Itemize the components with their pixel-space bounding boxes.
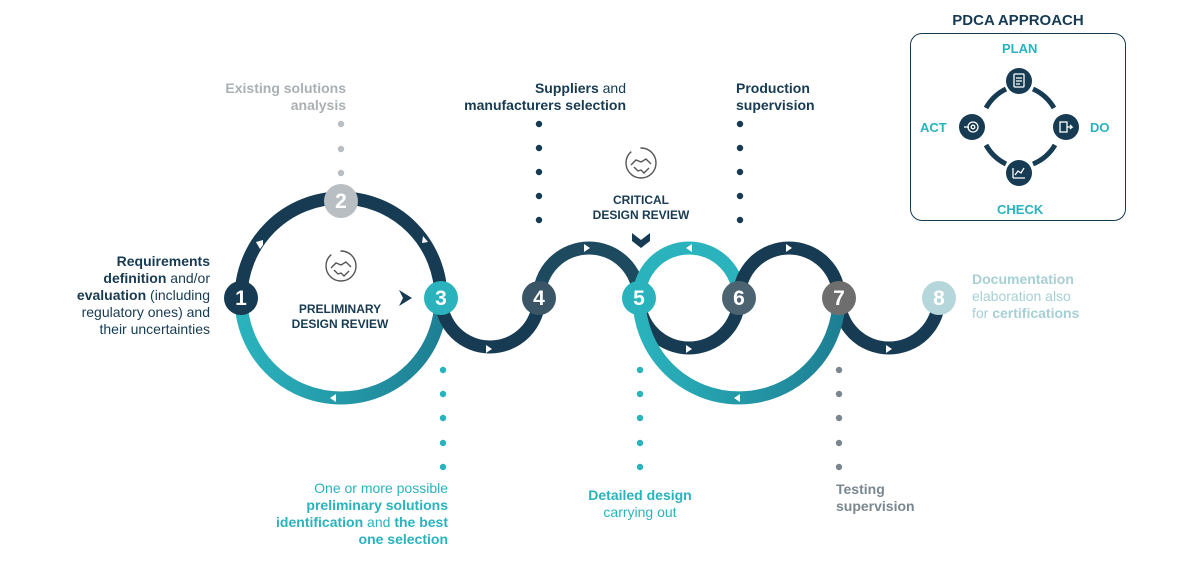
- step-circle: [522, 281, 556, 315]
- chart-icon: [1012, 167, 1025, 179]
- step-circle: [722, 281, 756, 315]
- step4-label: Suppliers and manufacturers selection: [464, 80, 626, 113]
- step-number: 2: [335, 190, 347, 213]
- step7-label: Testing supervision: [836, 481, 915, 514]
- step-node-3: 3: [424, 281, 458, 315]
- step-node-4: 4: [522, 281, 556, 315]
- do-node: [1053, 114, 1079, 140]
- step-node-8: 8: [922, 281, 956, 315]
- step-number: 8: [933, 287, 945, 310]
- step8-label: Documentation elaboration also for certi…: [972, 271, 1080, 321]
- step1-label: Requirements definition and/or evaluatio…: [76, 253, 210, 337]
- step-node-6: 6: [722, 281, 756, 315]
- step-number: 1: [235, 287, 247, 310]
- step2-label: Existing solutions analysis: [225, 80, 346, 113]
- wave-path: [434, 241, 946, 405]
- step-circle: [324, 184, 358, 218]
- step-circle: [424, 281, 458, 315]
- pdca-check-label: CHECK: [997, 202, 1044, 217]
- dot-leaders: [337, 120, 843, 471]
- step6-label: Production supervision: [736, 80, 815, 113]
- handshake-icon: [625, 147, 657, 179]
- pdca-act-label: ACT: [920, 120, 947, 135]
- step-number: 7: [833, 287, 845, 310]
- critical-review-label: CRITICAL DESIGN REVIEW: [592, 193, 690, 222]
- step-number: 4: [533, 287, 545, 310]
- step-circle: [822, 281, 856, 315]
- step-circle: [922, 281, 956, 315]
- pdca-do-label: DO: [1090, 120, 1110, 135]
- step-node-2: 2: [324, 184, 358, 218]
- act-node: [959, 114, 985, 140]
- step-number: 6: [733, 287, 745, 310]
- pdca-cycle: [959, 68, 1079, 186]
- step-circle: [224, 281, 258, 315]
- step-number: 3: [435, 287, 447, 310]
- step-number: 5: [633, 287, 645, 310]
- pdca-plan-label: PLAN: [1002, 41, 1038, 56]
- document-icon: [1013, 73, 1025, 88]
- step-node-7: 7: [822, 281, 856, 315]
- pdca-box: [910, 33, 1126, 221]
- step-node-1: 1: [224, 281, 258, 315]
- step5-label: Detailed design carrying out: [588, 487, 692, 520]
- preliminary-review-label: PRELIMINARY DESIGN REVIEW: [291, 302, 389, 331]
- step-node-5: 5: [622, 281, 656, 315]
- step3-label: One or more possible preliminary solutio…: [276, 480, 448, 547]
- critical-pointer-icon: [632, 233, 650, 248]
- handshake-icon: [325, 250, 357, 282]
- check-node: [1006, 160, 1032, 186]
- pdca-title: PDCA APPROACH: [952, 12, 1084, 29]
- direction-chevrons: [256, 236, 892, 402]
- review-arrow-icon: [399, 290, 412, 306]
- step-circle: [622, 281, 656, 315]
